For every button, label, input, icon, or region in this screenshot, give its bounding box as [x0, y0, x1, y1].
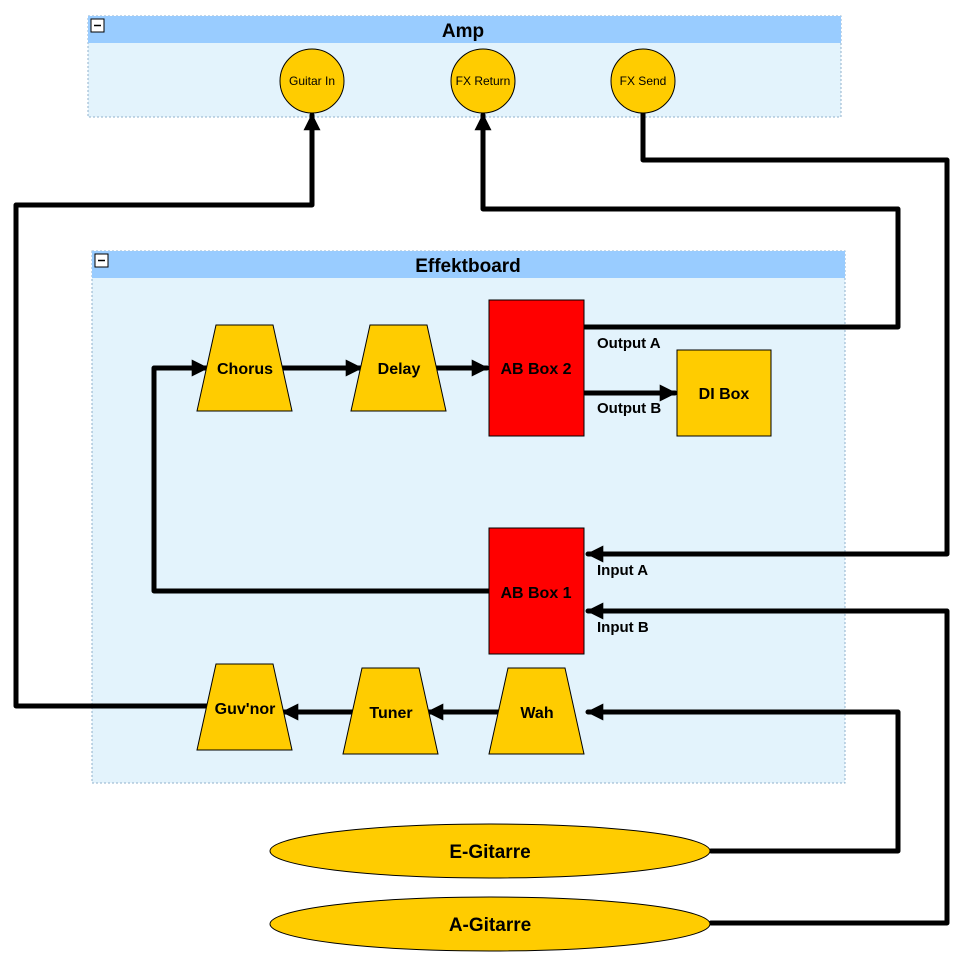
port-fx-return[interactable]: FX Return — [450, 48, 516, 114]
edges — [13, 109, 950, 926]
edge-fx-send-to-input-a[interactable] — [585, 109, 950, 563]
port-fx-send-label: FX Send — [620, 74, 667, 88]
node-chorus[interactable]: Chorus — [196, 324, 293, 412]
edge-guvnor-to-guitar-in[interactable] — [13, 112, 321, 709]
node-a-gitarre[interactable]: A-Gitarre — [269, 896, 711, 952]
edge-output-a-to-fx-return[interactable] — [474, 112, 901, 330]
effektboard-group[interactable]: Effektboard — [91, 250, 846, 784]
node-wah-label: Wah — [520, 705, 553, 722]
node-tuner-label: Tuner — [369, 705, 412, 722]
node-ab-box-2-label: AB Box 2 — [500, 361, 571, 378]
port-guitar-in-label: Guitar In — [289, 74, 335, 88]
edge-label-input-b: Input B — [597, 619, 649, 636]
node-wah[interactable]: Wah — [488, 667, 585, 755]
edge-a-gitarre-to-input-b[interactable] — [585, 602, 950, 926]
effektboard-group-header — [92, 251, 845, 278]
amp-group-title: Amp — [442, 21, 484, 42]
node-tuner[interactable]: Tuner — [342, 667, 439, 755]
node-di-box[interactable]: DI Box — [676, 349, 772, 437]
node-di-box-label: DI Box — [699, 386, 750, 403]
node-e-gitarre-label: E-Gitarre — [449, 842, 530, 863]
effektboard-group-body — [91, 250, 846, 784]
node-e-gitarre[interactable]: E-Gitarre — [269, 823, 711, 879]
edge-label-output-b: Output B — [597, 400, 661, 417]
node-guvnor[interactable]: Guv'nor — [196, 663, 293, 751]
port-fx-return-label: FX Return — [456, 74, 511, 88]
port-fx-send[interactable]: FX Send — [610, 48, 676, 114]
port-guitar-in[interactable]: Guitar In — [279, 48, 345, 114]
effektboard-collapse-button[interactable] — [94, 253, 109, 268]
edge-label-input-a: Input A — [597, 562, 648, 579]
edge-ab-box-1-to-chorus[interactable] — [151, 359, 493, 594]
edge-e-gitarre-to-wah[interactable] — [585, 703, 901, 854]
node-a-gitarre-label: A-Gitarre — [449, 915, 531, 936]
node-delay[interactable]: Delay — [350, 324, 447, 412]
node-ab-box-1-label: AB Box 1 — [500, 585, 571, 602]
amp-group-header — [88, 16, 841, 43]
node-guvnor-label: Guv'nor — [215, 701, 276, 718]
node-chorus-label: Chorus — [217, 361, 273, 378]
effektboard-group-title: Effektboard — [415, 256, 521, 277]
edge-label-output-a: Output A — [597, 335, 661, 352]
amp-collapse-button[interactable] — [90, 18, 105, 33]
node-delay-label: Delay — [378, 361, 421, 378]
node-ab-box-2[interactable]: AB Box 2 — [488, 299, 585, 437]
node-ab-box-1[interactable]: AB Box 1 — [488, 527, 585, 655]
